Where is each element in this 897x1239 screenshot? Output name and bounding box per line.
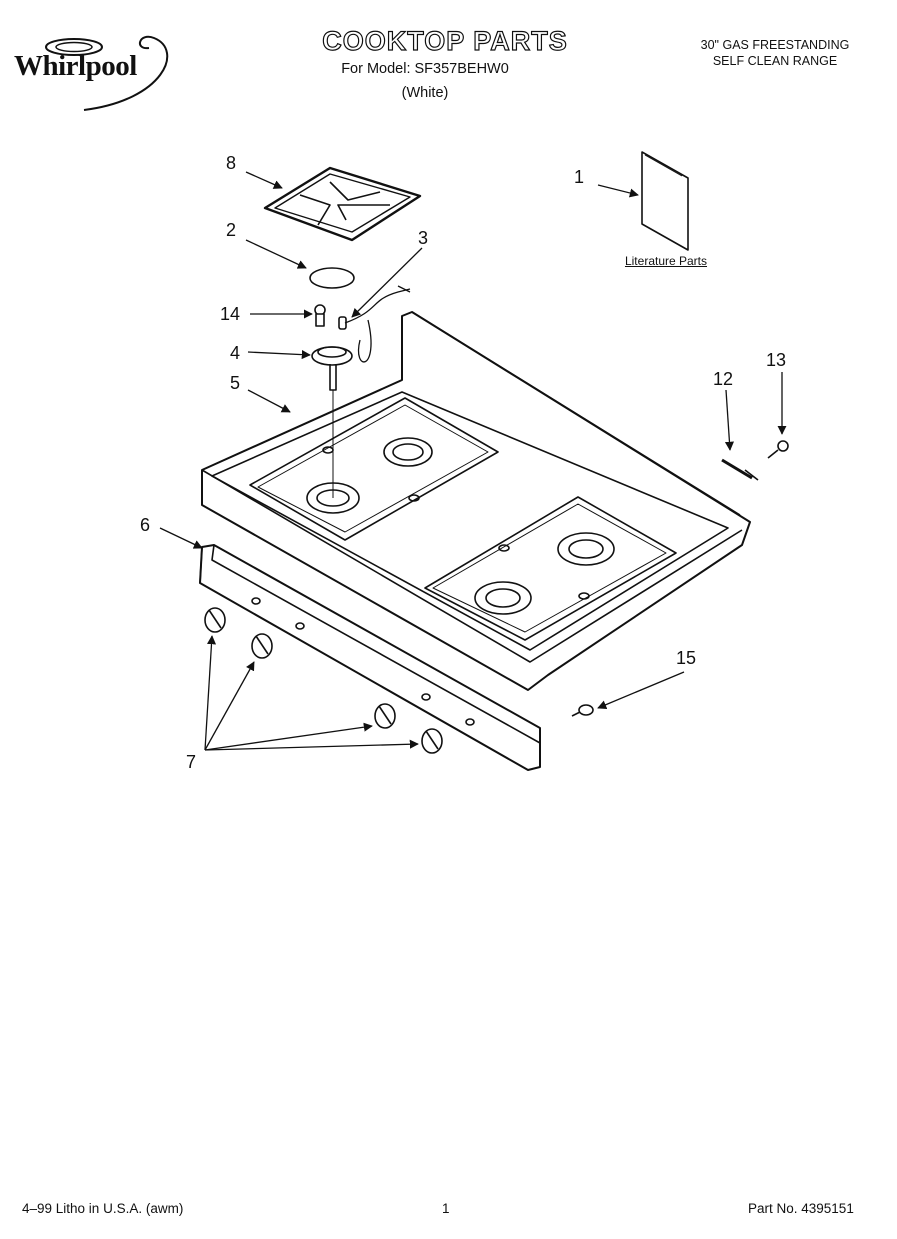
model-line: For Model: SF357BEHW0 [341, 61, 509, 77]
callout-3: 3 [418, 228, 429, 248]
brand-name: Whirlpool [14, 50, 137, 82]
cooktop-main-top [201, 311, 751, 691]
callout-14: 14 [220, 304, 241, 324]
manifold-panel-icon [199, 544, 541, 771]
burner-grate-icon [263, 166, 422, 242]
footer-print-info: 4–99 Litho in U.S.A. (awm) [22, 1201, 184, 1216]
callout-4: 4 [230, 343, 241, 363]
burner-cap-icon [309, 267, 355, 289]
burner-screw-icon [314, 304, 326, 327]
callout-15: 15 [676, 648, 697, 668]
callout-12: 12 [713, 369, 734, 389]
control-knob-icon [204, 607, 443, 754]
spark-electrode-icon [338, 285, 411, 363]
orifice-hood-icon [721, 458, 759, 481]
burner-base-icon [311, 346, 353, 391]
callout-8: 8 [226, 153, 237, 173]
hinge-screw-icon [571, 704, 594, 717]
range-type: 30" GAS FREESTANDING SELF CLEAN RANGE [655, 37, 895, 69]
page-number: 1 [442, 1201, 450, 1216]
literature-parts-label: Literature Parts [624, 254, 708, 268]
callout-7: 7 [186, 752, 197, 772]
callout-13: 13 [766, 350, 787, 370]
page-title: COOKTOP PARTS [322, 25, 568, 56]
callout-1: 1 [574, 167, 585, 187]
brand-logo [14, 30, 184, 120]
callout-6: 6 [140, 515, 151, 535]
part-number: Part No. 4395151 [748, 1201, 854, 1216]
color-line: (White) [401, 85, 449, 101]
callout-5: 5 [230, 373, 241, 393]
literature-booklet-icon [641, 151, 689, 251]
range-type-line2: SELF CLEAN RANGE [712, 54, 838, 68]
range-type-line1: 30" GAS FREESTANDING [700, 38, 850, 52]
callout-2: 2 [226, 220, 237, 240]
brand-swirl-icon [45, 35, 169, 111]
screw-icon [767, 440, 789, 459]
